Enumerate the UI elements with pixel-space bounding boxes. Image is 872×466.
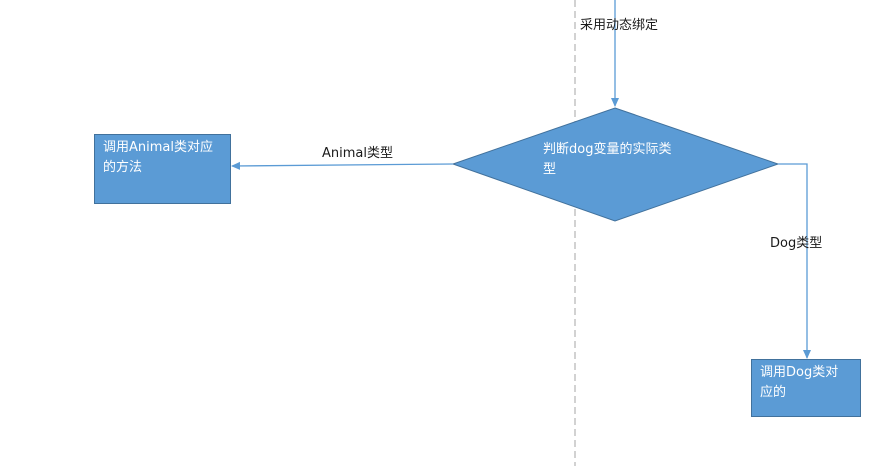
animal-method-box[interactable]: 调用Animal类对应 的方法 [94,134,231,204]
dog-connector [778,163,811,359]
animal-connector [231,161,454,170]
decision-text: 判断dog变量的实际类 型 [543,140,671,180]
animal-box-line1: 调用Animal类对应 [103,140,213,155]
dog-box-line1: 调用Dog类对 [760,365,839,380]
decision-diamond[interactable] [451,107,780,222]
dog-box-line2: 应的 [760,385,787,400]
decision-text-line1: 判断dog变量的实际类 [543,142,672,157]
dynamic-binding-label: 采用动态绑定 [580,18,659,33]
decision-text-line2: 型 [543,162,557,177]
animal-box-line2: 的方法 [103,160,143,175]
dog-method-box[interactable]: 调用Dog类对 应的 [751,359,861,417]
animal-type-label: Animal类型 [322,146,393,161]
dog-type-label: Dog类型 [770,236,823,251]
